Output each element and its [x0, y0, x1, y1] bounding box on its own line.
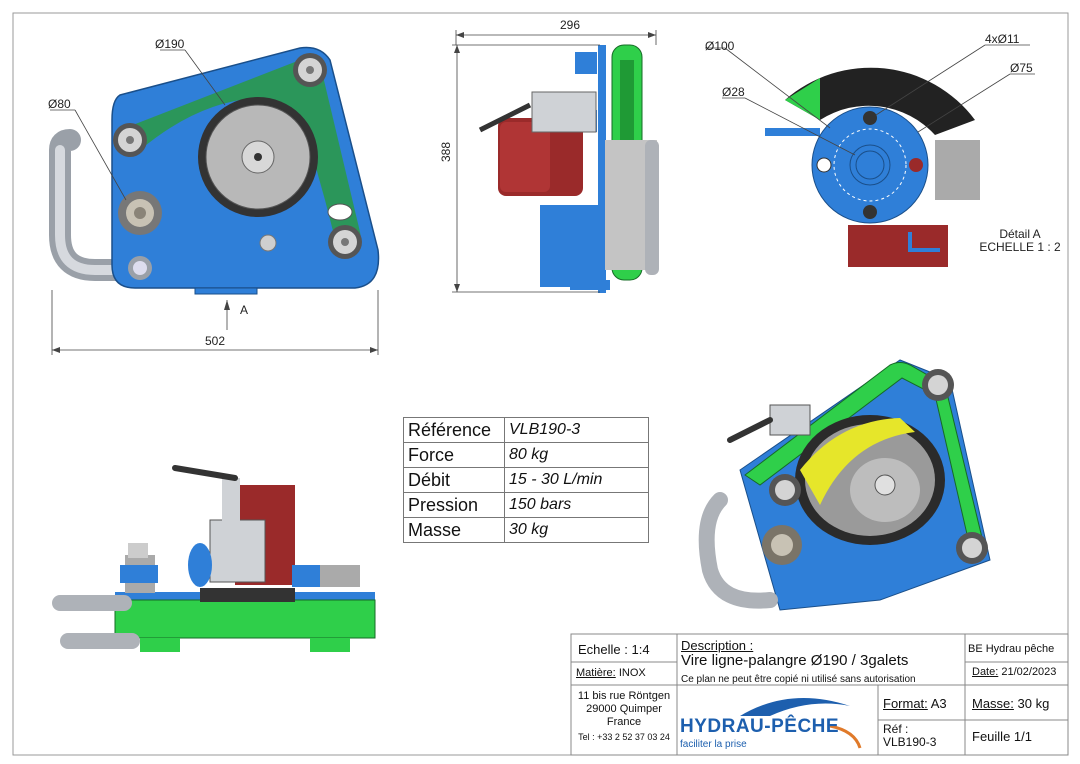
format-field: Format: A3: [883, 696, 947, 711]
phone-number: Tel : +33 2 52 37 03 24: [578, 732, 670, 742]
dim-side-width: 296: [560, 18, 580, 32]
front-view: 502 A Ø190 Ø80: [48, 37, 380, 355]
dim-dia-75: Ø75: [1010, 61, 1033, 75]
dim-side-height: 388: [439, 142, 453, 162]
date-value: 21/02/2023: [1001, 666, 1057, 678]
address-line: 29000 Quimper: [586, 703, 662, 715]
spec-label: Référence: [403, 417, 505, 443]
format-value: A3: [930, 696, 947, 711]
dim-dia-100: Ø100: [705, 39, 735, 53]
material-value: INOX: [618, 667, 646, 679]
mass-label: Masse:: [972, 696, 1014, 711]
detail-view: Ø100 Ø28 4xØ11 Ø75 Détail A ECHELLE 1 : …: [705, 32, 1061, 267]
logo-swoosh-icon: [740, 698, 862, 749]
date-label: Date:: [972, 666, 999, 678]
logo-text: HYDRAU-PÊCHE: [680, 716, 840, 737]
address-line: 11 bis rue Röntgen: [577, 690, 671, 702]
dim-dia-190: Ø190: [155, 37, 185, 51]
roller-bottom: [328, 225, 362, 259]
design-office: BE Hydrau pêche: [968, 643, 1055, 655]
title-block-frame: [570, 633, 1069, 756]
spec-label: Pression: [403, 492, 505, 518]
detail-flange: [811, 106, 929, 224]
address-line: France: [606, 716, 642, 728]
roller-top: [293, 53, 327, 87]
description-label: Description :: [681, 638, 754, 653]
dim-dia-28: Ø28: [722, 85, 745, 99]
scale-label: Echelle : 1:4: [578, 642, 650, 657]
format-label: Format:: [883, 696, 928, 711]
address-block: 11 bis rue Röntgen 29000 Quimper France …: [571, 690, 677, 744]
copyright-notice: Ce plan ne peut être copié ni utilisé sa…: [681, 674, 916, 685]
sheet-number: Feuille 1/1: [972, 729, 1032, 744]
spec-value: 150 bars: [504, 492, 649, 518]
iso-view: [698, 359, 991, 611]
company-logo: HYDRAU-PÊCHE faciliter la prise: [680, 686, 876, 754]
date-field: Date: 21/02/2023: [972, 666, 1056, 678]
description-text: Vire ligne-palangre Ø190 / 3galets: [681, 652, 909, 669]
mass-value: 30 kg: [1017, 696, 1050, 711]
ref-value: VLB190-3: [883, 735, 937, 749]
roller-left: [113, 123, 147, 157]
detail-scale: ECHELLE 1 : 2: [979, 240, 1061, 254]
spec-value: 80 kg: [504, 442, 649, 468]
dim-holes: 4xØ11: [985, 32, 1020, 46]
spec-value: VLB190-3: [504, 417, 649, 443]
top-view: [52, 465, 376, 652]
spec-label: Masse: [403, 517, 505, 543]
spec-value: 15 - 30 L/min: [504, 467, 649, 493]
material-field: Matière: INOX: [576, 667, 646, 679]
ref-label: Réf :: [883, 722, 909, 736]
logo-tagline: faciliter la prise: [680, 739, 747, 750]
spec-label: Force: [403, 442, 505, 468]
material-label: Matière:: [576, 667, 616, 679]
reference-field: Réf : VLB190-3: [883, 723, 936, 749]
view-arrow-label: A: [240, 303, 248, 317]
dim-front-width: 502: [205, 334, 225, 348]
mass-field: Masse: 30 kg: [972, 696, 1049, 711]
detail-title: Détail A: [999, 227, 1040, 241]
dim-dia-80: Ø80: [48, 97, 71, 111]
guide-roller: [118, 191, 162, 235]
side-view: 296 388: [439, 18, 659, 293]
spec-value: 30 kg: [504, 517, 649, 543]
spec-label: Débit: [403, 467, 505, 493]
